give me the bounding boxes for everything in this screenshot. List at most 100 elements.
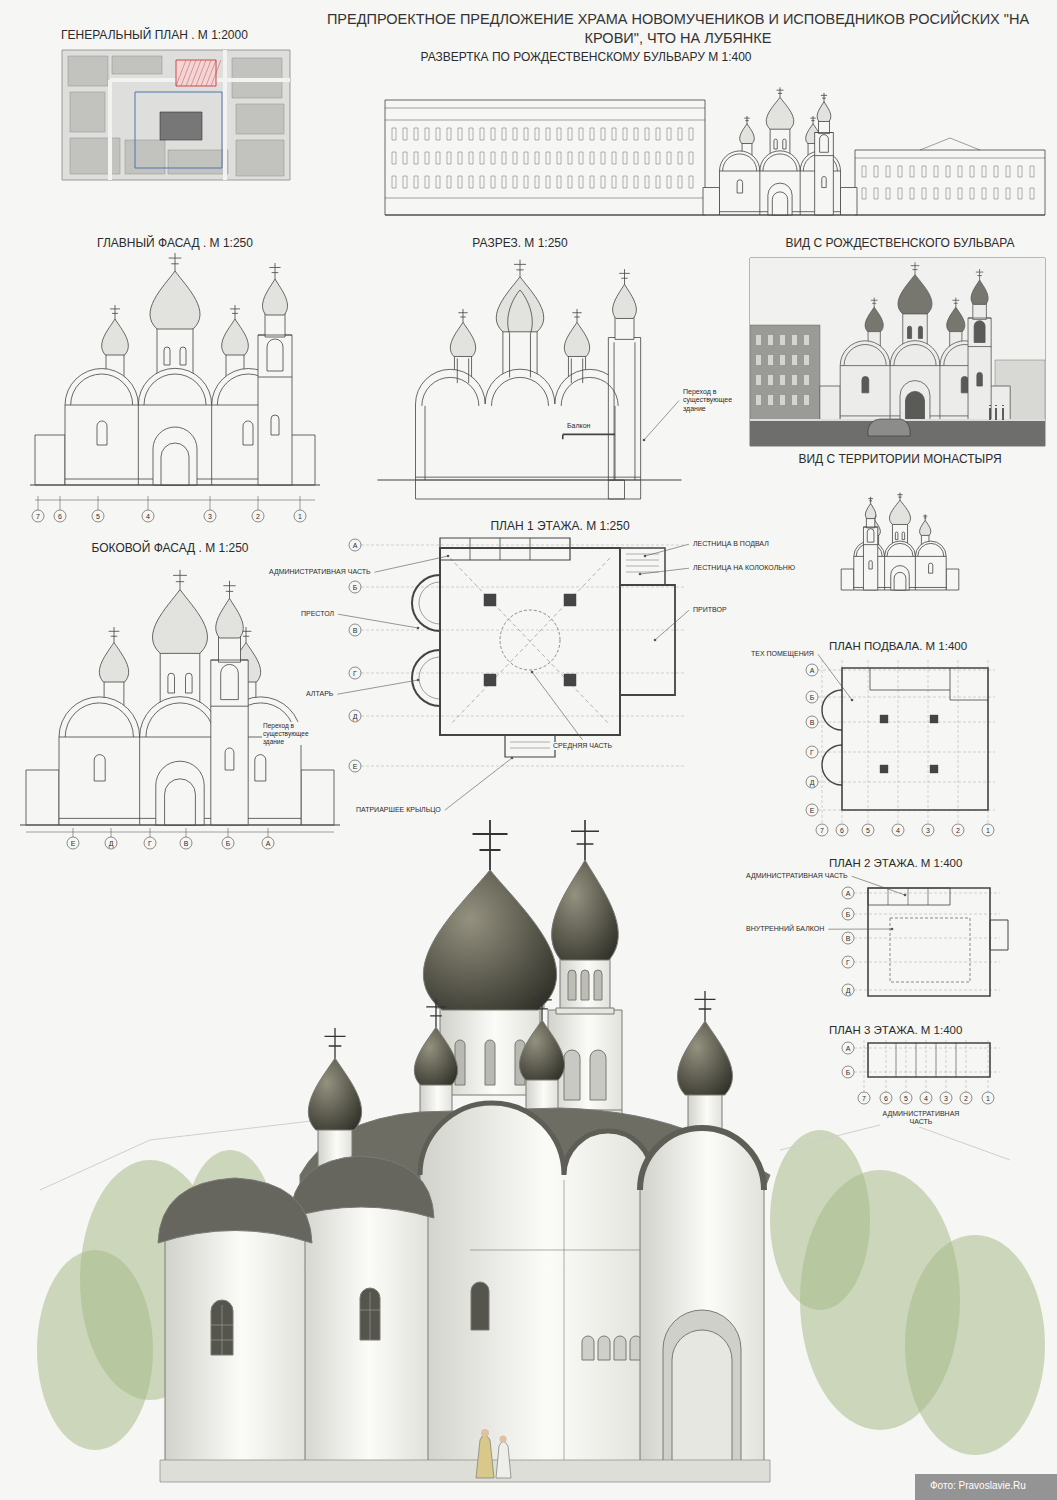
elevation-window [862,188,866,199]
panel-heading: ПЛАН 3 ЭТАЖА. М 1:400 [828,1024,963,1038]
church-window [895,532,898,540]
main-facade [30,253,320,510]
tower-drum [560,955,610,1010]
photo-window [804,395,809,405]
axis-bubble [836,824,848,836]
wall-arcade [582,1336,594,1360]
plan-wall [440,538,570,560]
grid-line [854,962,1000,963]
elevation-window [898,166,902,177]
photo-person [995,405,996,420]
church-window [869,561,872,569]
church-cross [619,269,630,284]
belfry-opening [974,321,985,343]
church-cross [223,581,235,599]
axis-letter: Г [846,959,850,966]
elevation-window [469,152,473,164]
axis-bubble [806,776,818,788]
section-line [508,290,533,377]
axis-number: 7 [36,513,40,520]
church-section [378,260,682,499]
axis-bubble [144,837,156,849]
bell-tower [211,660,248,825]
church-body [59,697,301,825]
grid-line [854,1072,1000,1073]
axis-letter: Б [353,584,358,591]
church-door [905,391,924,420]
narthex [640,1128,764,1480]
elevation-window [403,128,407,140]
church-wing [841,188,858,216]
elevation-window [601,152,605,164]
photo-window [780,335,785,345]
church-wing [26,770,59,825]
church-window [255,755,266,781]
site-building [70,138,120,174]
callout-label: АДМИНИСТРАТИВНАЯ ЧАСТЬ [880,1110,962,1127]
church-window [168,673,175,693]
elevation-window [623,128,627,140]
site-plan-frame [62,50,290,180]
axis-letter: А [846,1045,851,1052]
main-wall [420,1103,652,1480]
church-cross [777,87,784,97]
photo-sky [750,258,1045,446]
grid-line [361,630,685,631]
plan-tower [620,548,665,585]
site-plan [62,50,290,180]
church-portal [891,566,909,590]
elevation-window [946,188,950,199]
elevation-window [656,128,660,140]
callout-label: Балкон [566,422,591,430]
axis-bubble [842,887,854,899]
church-drum [615,317,634,340]
church-dome [99,642,128,682]
axis-bubble [862,824,874,836]
panel-heading: ПЛАН 2 ЭТАЖА. М 1:400 [828,857,963,871]
church-window [822,177,826,188]
leader-dot [417,627,420,630]
priest-head [481,1429,489,1437]
site-hatch [181,60,191,86]
panel-heading: ВИД С РОЖДЕСТВЕНСКОГО БУЛЬВАРА [784,236,1015,250]
church-portal [156,761,204,825]
church-window [164,347,170,365]
photo-person [989,405,990,420]
church-cross [473,820,508,870]
panel-heading: БОКОВОЙ ФАСАД . М 1:250 [90,541,249,555]
tree [37,1250,153,1450]
elevation-window [678,152,682,164]
axis-bubble [806,716,818,728]
church-dome [153,590,208,654]
church-cross [572,309,581,322]
church-door [772,192,787,215]
wall-arcade [614,1336,626,1360]
section-basement [416,480,625,499]
plan-apse [419,582,440,699]
tower-arcade [581,970,589,1000]
axis-number: 7 [820,827,824,834]
tower-arcade [594,970,602,1000]
church-line [59,737,301,825]
bell-tower [815,133,834,216]
dimension-line [35,500,315,501]
tower-arcade [568,970,576,1000]
leader-line [644,401,679,440]
church-line [211,660,248,706]
church-window [186,673,193,693]
church-window [737,180,743,193]
ground-line [30,484,320,485]
leader-line [818,654,852,700]
callout-label: ЛЕСТНИЦА В ПОДВАЛ [692,540,770,548]
apse-roof [158,1178,312,1243]
roof-edge [420,1103,652,1175]
elevation-window [590,128,594,140]
axis-number: 1 [986,827,990,834]
elevation-window [689,128,693,140]
plan-wall [868,888,950,905]
elevation-window [601,176,605,188]
elevation-window [1030,166,1034,177]
photo-window [756,335,761,345]
church-wing [301,770,334,825]
photo-window [756,355,761,365]
